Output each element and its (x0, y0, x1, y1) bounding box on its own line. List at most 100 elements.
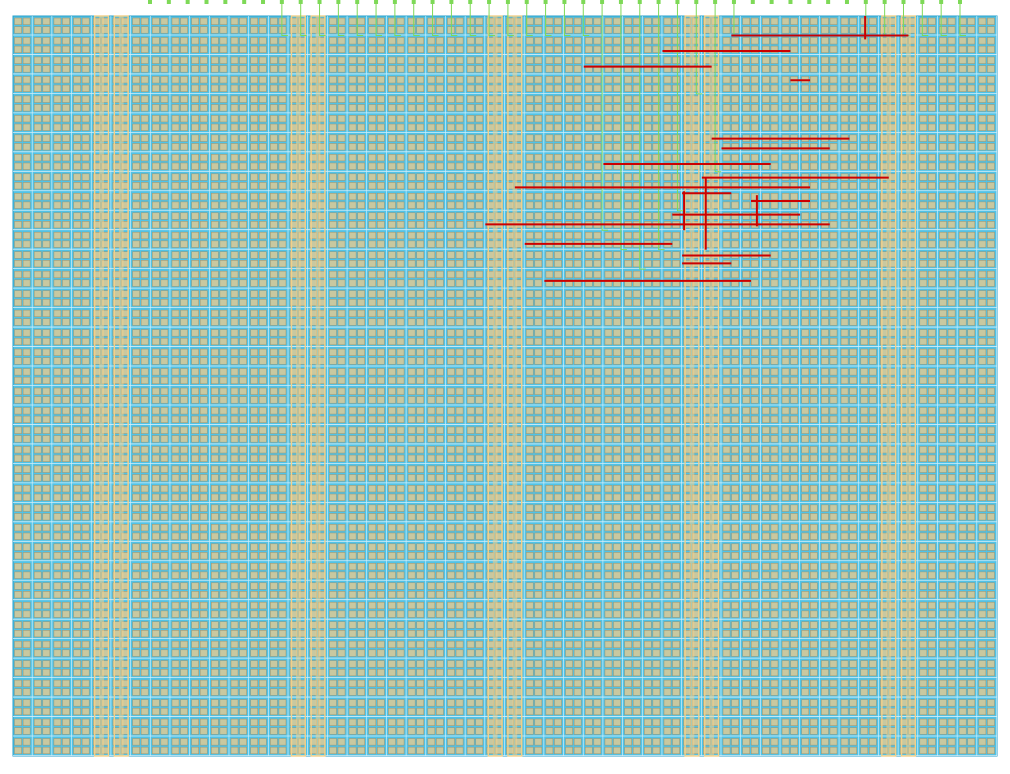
logic-site (967, 45, 976, 54)
logic-site (73, 37, 81, 45)
logic-site (604, 37, 613, 45)
logic-site (466, 37, 475, 45)
logic-site (151, 290, 160, 298)
logic-site (860, 290, 869, 298)
logic-site (455, 115, 464, 123)
logic-tile (230, 74, 249, 94)
logic-site (849, 134, 858, 142)
logic-site (180, 329, 188, 337)
logic-site (928, 298, 936, 307)
logic-tile (53, 191, 72, 211)
logic-site (416, 26, 425, 34)
logic-site (132, 221, 140, 229)
logic-site (42, 329, 51, 337)
logic-site (278, 76, 287, 84)
logic-site (388, 143, 396, 151)
logic-site (416, 329, 425, 337)
logic-tile (525, 54, 545, 75)
logic-site (534, 45, 543, 54)
logic-site (652, 123, 661, 131)
logic-site (455, 45, 464, 54)
logic-site (632, 154, 641, 162)
logic-site (258, 56, 267, 64)
logic-tile (211, 210, 230, 231)
logic-site (357, 290, 366, 298)
logic-tile (388, 113, 407, 133)
logic-site (427, 162, 436, 170)
logic-site (939, 134, 947, 142)
logic-site (967, 251, 976, 259)
logic-site (219, 212, 228, 220)
logic-site (160, 173, 169, 181)
logic-site (829, 251, 838, 259)
logic-tile (329, 35, 348, 55)
logic-site (14, 309, 22, 318)
logic-site (632, 192, 641, 201)
logic-site (191, 143, 199, 151)
logic-site (278, 221, 287, 229)
logic-site (329, 201, 337, 209)
logic-site (33, 221, 42, 229)
logic-site (447, 318, 455, 326)
logic-site (742, 212, 751, 220)
logic-tile (939, 113, 958, 133)
logic-site (219, 84, 228, 92)
logic-site (151, 76, 160, 84)
logic-site (348, 123, 357, 131)
logic-site (62, 45, 70, 54)
logic-site (821, 309, 829, 318)
logic-site (436, 45, 444, 54)
io-pin (148, 0, 152, 4)
logic-site (219, 318, 228, 326)
logic-site (809, 270, 818, 279)
logic-site (140, 173, 149, 181)
logic-site (132, 17, 140, 25)
logic-site (643, 290, 652, 298)
logic-site (348, 290, 357, 298)
logic-site (840, 45, 849, 54)
logic-site (672, 76, 680, 84)
logic-site (928, 56, 936, 64)
logic-site (840, 104, 849, 112)
logic-site (525, 309, 534, 318)
logic-site (928, 251, 936, 259)
logic-site (270, 182, 278, 190)
logic-tile (663, 74, 682, 94)
logic-tile (584, 74, 604, 94)
logic-site (762, 104, 770, 112)
logic-site (790, 26, 798, 34)
logic-tile (978, 113, 997, 133)
logic-site (672, 134, 680, 142)
logic-site (278, 123, 287, 131)
logic-site (436, 251, 444, 259)
logic-site (250, 290, 259, 298)
logic-site (860, 134, 869, 142)
logic-site (455, 17, 464, 25)
logic-site (250, 337, 259, 346)
logic-site (348, 182, 357, 190)
logic-site (416, 154, 425, 162)
logic-site (722, 123, 731, 131)
logic-site (919, 279, 928, 287)
logic-site (967, 26, 976, 34)
logic-site (584, 260, 593, 268)
logic-site (731, 231, 739, 240)
logic-site (958, 260, 967, 268)
logic-site (790, 212, 798, 220)
logic-site (42, 318, 51, 326)
logic-tile (73, 152, 92, 172)
logic-site (278, 231, 287, 240)
logic-site (219, 309, 228, 318)
logic-site (270, 298, 278, 307)
logic-site (849, 251, 858, 259)
logic-site (604, 173, 613, 181)
logic-site (545, 45, 554, 54)
logic-site (731, 162, 739, 170)
logic-site (230, 17, 239, 25)
logic-site (978, 182, 987, 190)
logic-site (978, 290, 987, 298)
logic-site (62, 17, 70, 25)
logic-site (967, 318, 976, 326)
logic-tile (329, 191, 348, 211)
